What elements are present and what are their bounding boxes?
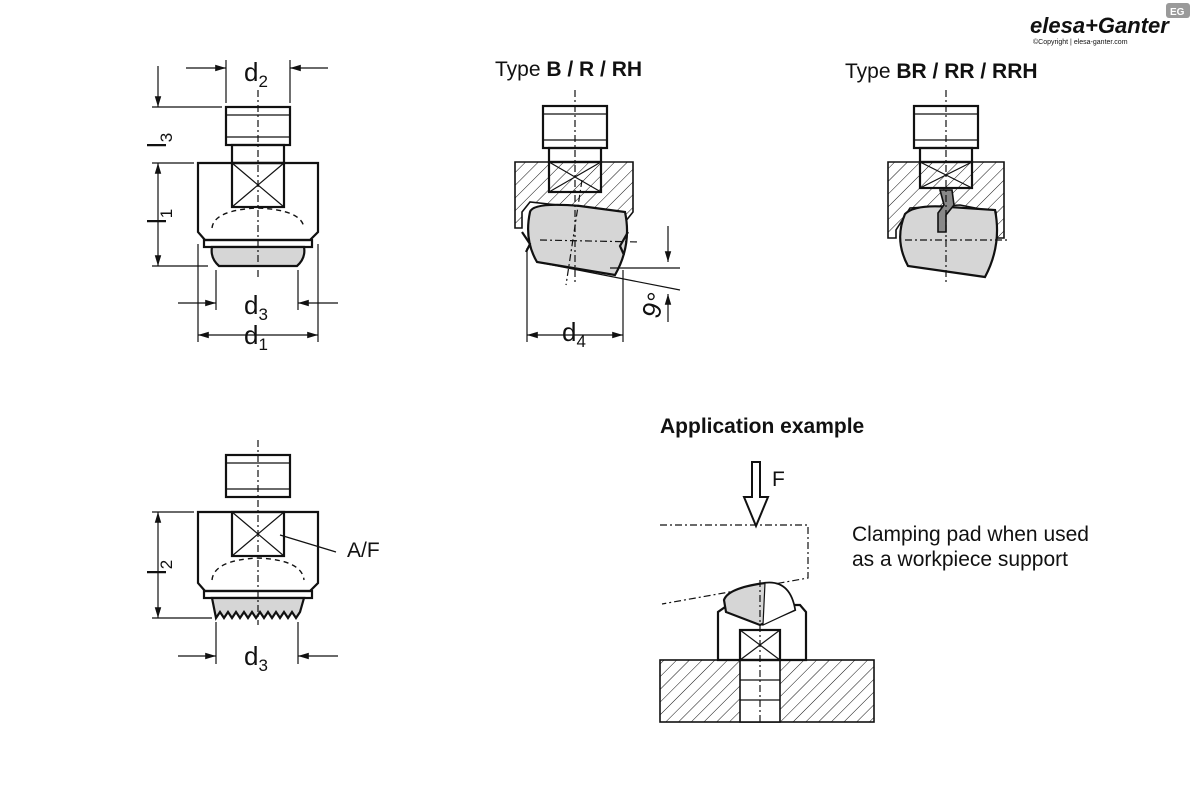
brand-logo: elesa+Ganter ©Copyright | elesa-ganter.c…	[1030, 3, 1190, 46]
dim-d4: d4	[562, 317, 586, 351]
logo-text: elesa+Ganter	[1030, 13, 1170, 38]
dim-d2: d2	[244, 57, 268, 91]
copyright-text: ©Copyright | elesa-ganter.com	[1033, 38, 1128, 46]
view-type-br: Type BR / RR / RRH	[845, 60, 1038, 283]
application-title: Application example	[660, 415, 864, 438]
dim-d3-serrated: d3	[244, 641, 268, 675]
view-application-example: Application example F Clamping pad when …	[659, 415, 1089, 723]
dim-l1: l1	[142, 209, 176, 224]
dim-d3: d3	[244, 290, 268, 324]
type-br-title: Type BR / RR / RRH	[845, 60, 1038, 83]
note-line1: Clamping pad when used	[852, 523, 1089, 546]
dim-l3: l3	[142, 133, 176, 148]
view-standard-pad: d2 l3 l1 d3 d1	[142, 57, 338, 354]
dim-d1: d1	[244, 320, 268, 354]
dim-af: A/F	[347, 539, 380, 562]
dim-l2: l2	[142, 560, 176, 575]
badge-text: EG	[1170, 7, 1185, 18]
dim-angle: 9°	[635, 288, 672, 322]
force-label: F	[772, 468, 785, 491]
view-serrated-pad: l2 A/F d3	[142, 440, 380, 675]
brand-badge	[1166, 3, 1190, 18]
note-line2: as a workpiece support	[852, 548, 1068, 571]
view-type-b: Type B / R / RH 9° d4	[495, 58, 681, 351]
type-b-title: Type B / R / RH	[495, 58, 642, 81]
